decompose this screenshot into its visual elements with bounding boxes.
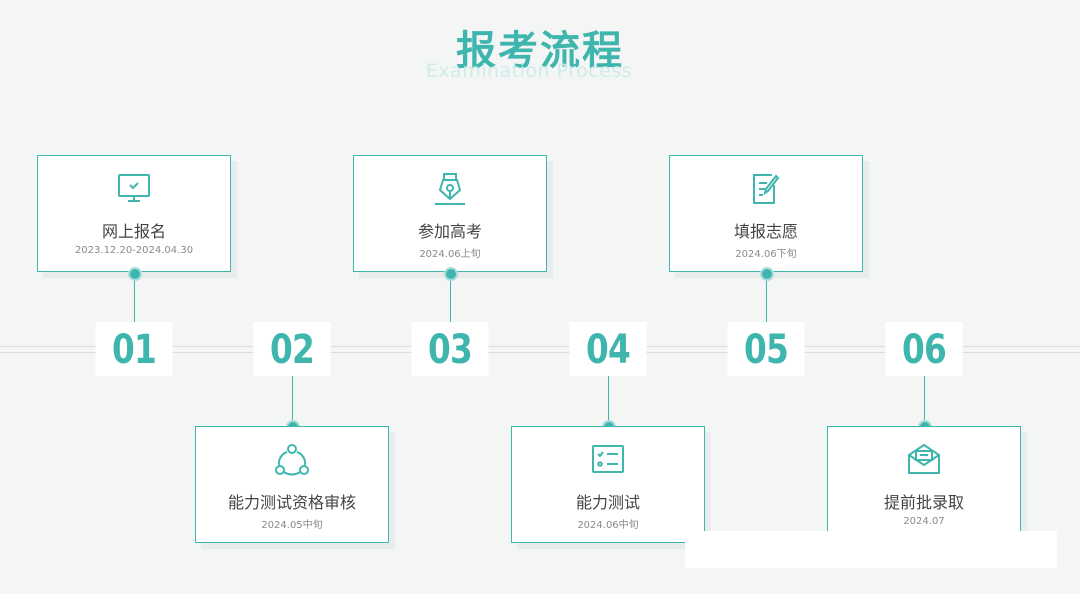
- step-card-01: 网上报名 2023.12.20-2024.04.30: [37, 155, 231, 272]
- connector-line: [924, 376, 925, 426]
- step-number-02: 02: [253, 322, 331, 376]
- step-card-02: 能力测试资格审核 2024.05中旬: [195, 426, 389, 543]
- timeline-line: [0, 346, 1080, 347]
- share-nodes-icon: [196, 443, 388, 476]
- checklist-icon: [512, 443, 704, 475]
- step-card-03: 参加高考 2024.06上旬: [353, 155, 547, 272]
- timeline-line: [0, 352, 1080, 353]
- step-number-03: 03: [411, 322, 489, 376]
- blank-overlay: [685, 531, 1057, 568]
- step-name: 填报志愿: [733, 222, 798, 241]
- monitor-check-icon: [38, 172, 230, 204]
- step-date: 2023.12.20-2024.04.30: [74, 245, 194, 256]
- timeline-dot: [444, 267, 458, 281]
- step-card-04: 能力测试 2024.06中旬: [511, 426, 705, 543]
- step-name: 能力测试资格审核: [227, 493, 356, 512]
- step-date: 2024.06中旬: [577, 520, 639, 531]
- pen-nib-icon: [354, 172, 546, 205]
- step-card-05: 填报志愿 2024.06下旬: [669, 155, 863, 272]
- connector-line: [292, 376, 293, 426]
- step-date: 2024.06下旬: [735, 249, 797, 260]
- step-number-06: 06: [885, 322, 963, 376]
- page-title: 报考流程: [456, 28, 624, 74]
- connector-line: [766, 272, 767, 322]
- connector-line: [134, 272, 135, 322]
- step-card-06: 提前批录取 2024.07: [827, 426, 1021, 543]
- step-name: 网上报名: [101, 222, 166, 241]
- step-number-05: 05: [727, 322, 805, 376]
- timeline-dot: [128, 267, 142, 281]
- step-name: 参加高考: [417, 222, 482, 241]
- edit-document-icon: [670, 172, 862, 204]
- timeline-dot: [760, 267, 774, 281]
- step-number-01: 01: [95, 322, 173, 376]
- connector-line: [450, 272, 451, 322]
- step-date: 2024.07: [903, 516, 945, 527]
- page-subtitle: Examination Process: [425, 60, 633, 82]
- step-number-04: 04: [569, 322, 647, 376]
- step-name: 能力测试: [575, 493, 640, 512]
- step-date: 2024.05中旬: [261, 520, 323, 531]
- connector-line: [608, 376, 609, 426]
- step-name: 提前批录取: [883, 493, 964, 512]
- step-date: 2024.06上旬: [419, 249, 481, 260]
- open-envelope-icon: [828, 443, 1020, 475]
